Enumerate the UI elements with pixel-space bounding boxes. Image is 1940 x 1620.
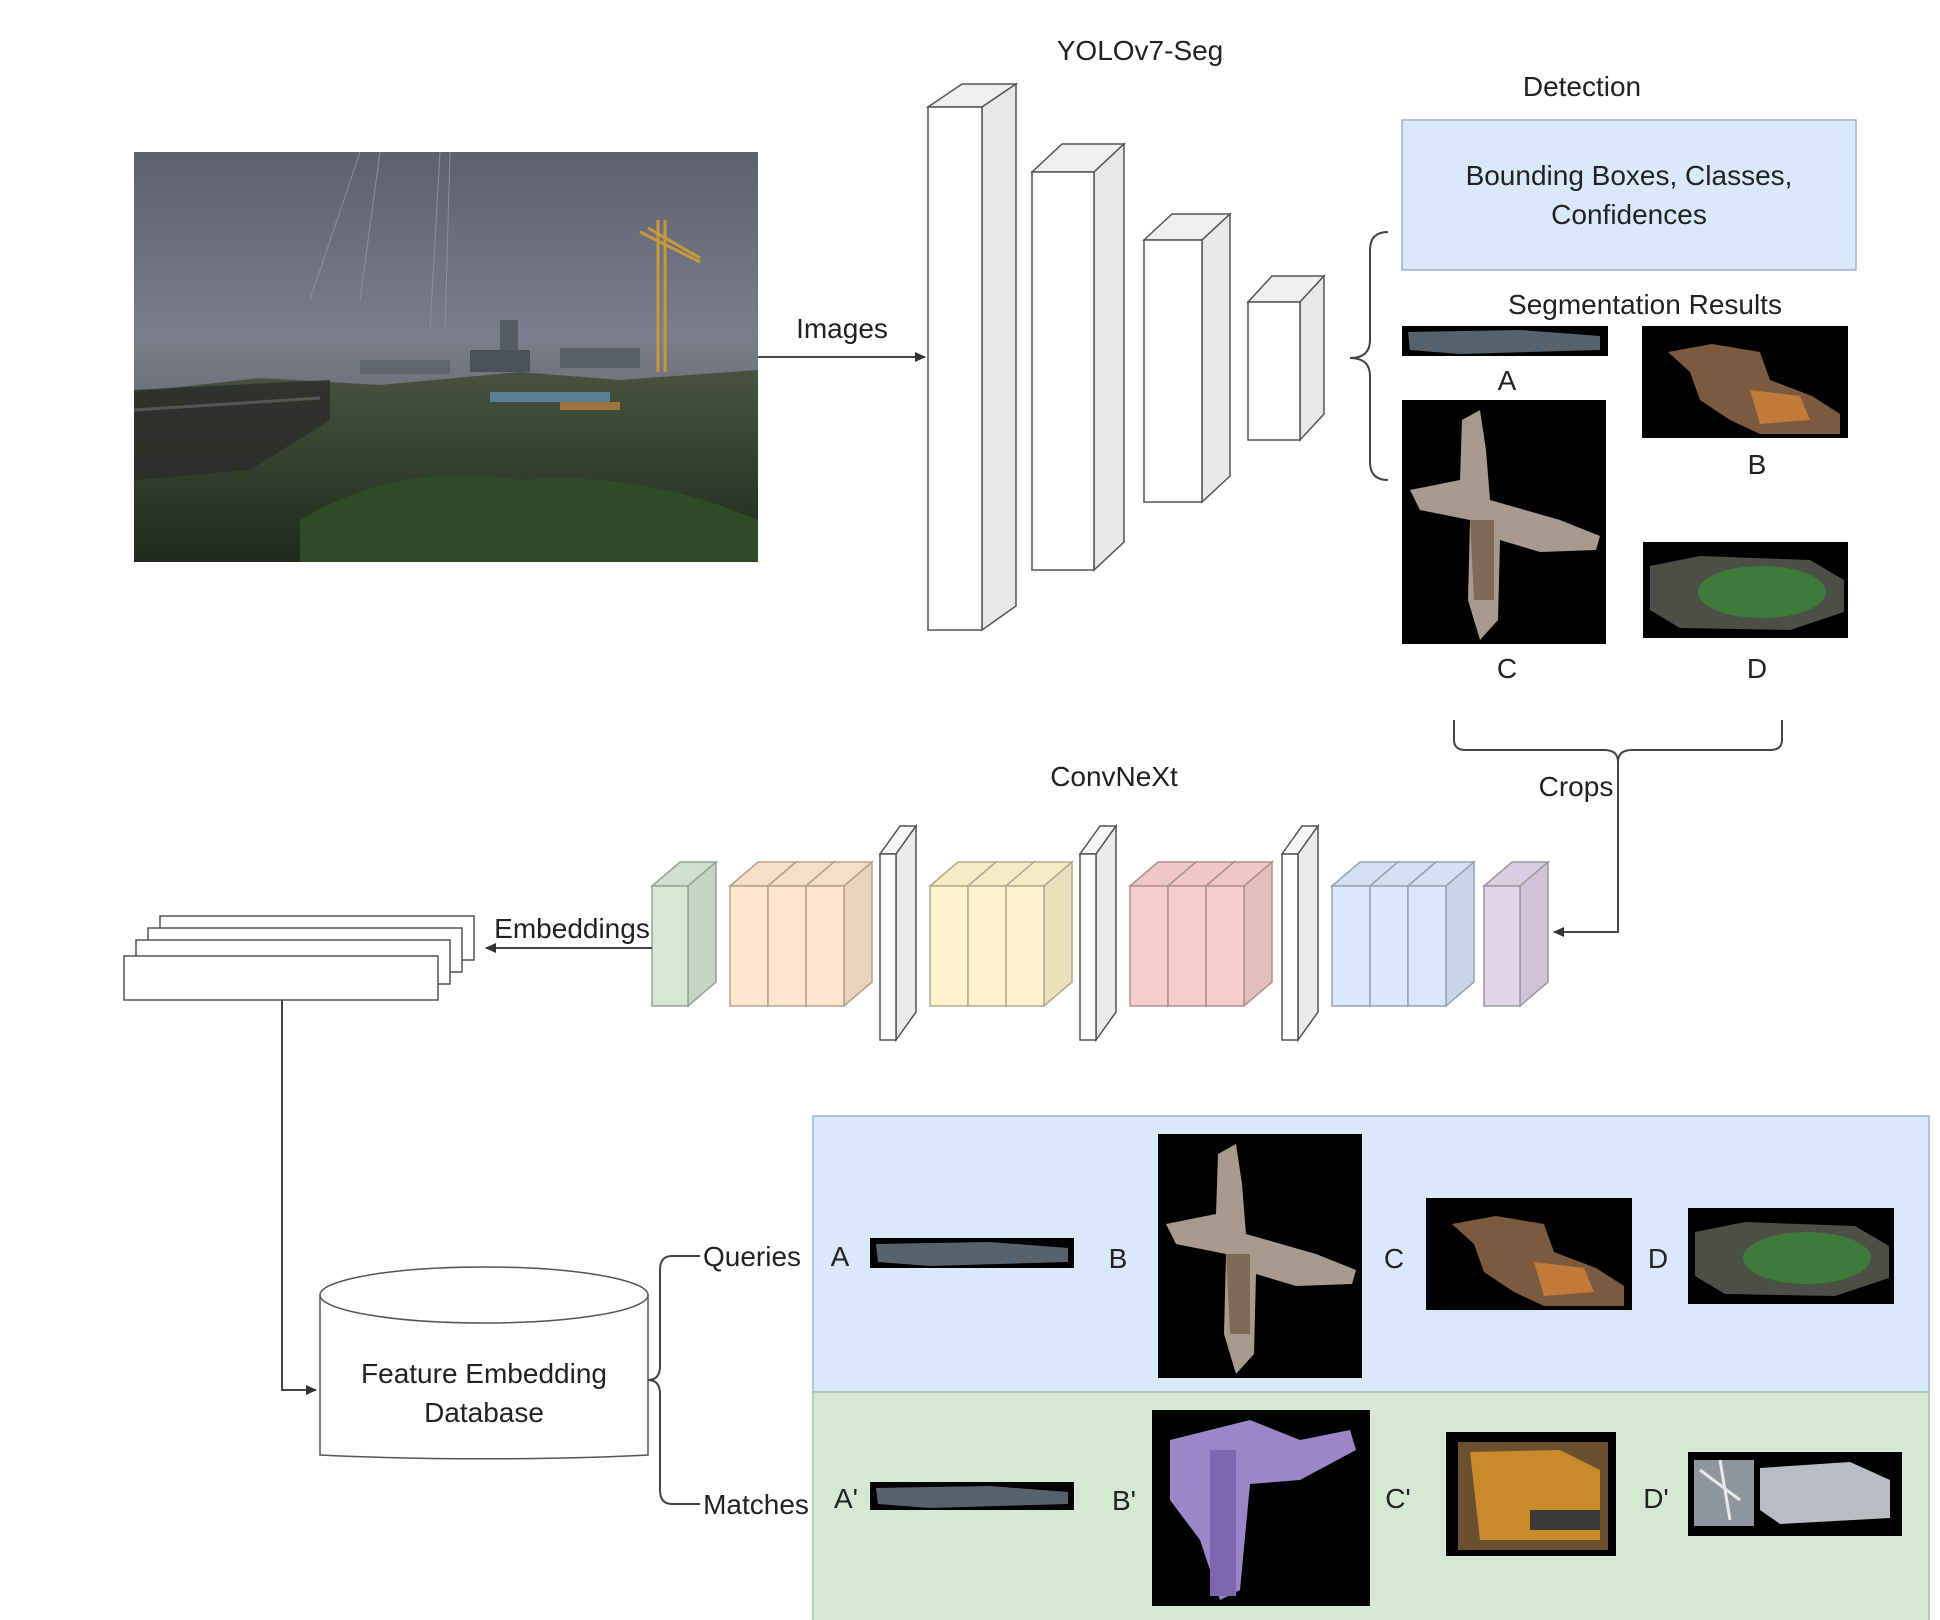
embedding-stack <box>123 915 475 1001</box>
db-label-2: Database <box>424 1397 544 1428</box>
query-label-b: B <box>1109 1243 1128 1274</box>
yolo-layer-4 <box>1246 274 1326 442</box>
crops-brace <box>1453 720 1783 763</box>
convnext-head <box>1481 860 1551 1008</box>
match-thumb-b <box>1152 1410 1370 1606</box>
db-brace <box>647 1255 673 1505</box>
segment-label-b: B <box>1748 449 1767 480</box>
segment-label-a: A <box>1498 365 1517 396</box>
query-thumb-b <box>1158 1134 1362 1378</box>
segment-thumb-b <box>1642 326 1848 438</box>
segment-thumb-c <box>1402 400 1606 644</box>
matches-label: Matches <box>703 1489 809 1520</box>
convnext-stage3-block <box>1203 860 1275 1008</box>
convnext-stage2-block <box>1003 860 1075 1008</box>
query-thumb-d <box>1688 1208 1894 1304</box>
query-thumb-a <box>870 1238 1074 1268</box>
input-photo <box>133 151 758 562</box>
yolo-title: YOLOv7-Seg <box>1057 35 1224 66</box>
segment-label-c: C <box>1497 653 1517 684</box>
segment-thumb-d <box>1643 542 1848 638</box>
yolo-layer-1 <box>925 82 1019 632</box>
db-label-1: Feature Embedding <box>361 1358 607 1389</box>
convnext-stage4-block <box>1405 860 1477 1008</box>
segmentation-title: Segmentation Results <box>1508 289 1782 320</box>
yolo-backbone <box>925 82 1326 632</box>
yolo-layer-2 <box>1030 142 1126 572</box>
detection-brace <box>1349 231 1389 481</box>
match-thumb-a <box>870 1482 1074 1510</box>
convnext-network <box>649 823 1551 1043</box>
query-label-c: C <box>1384 1243 1404 1274</box>
embeddings-label: Embeddings <box>494 913 650 944</box>
convnext-stage1-block <box>803 860 875 1008</box>
crops-arrow <box>1553 762 1619 937</box>
segment-label-d: D <box>1747 653 1767 684</box>
match-label-d: D' <box>1643 1483 1669 1514</box>
detection-box-text-1: Bounding Boxes, Classes, <box>1466 160 1793 191</box>
match-thumb-d <box>1688 1452 1902 1536</box>
detection-title: Detection <box>1523 71 1641 102</box>
match-label-c: C' <box>1385 1483 1411 1514</box>
queries-label: Queries <box>703 1241 801 1272</box>
detection-output-box <box>1401 119 1857 271</box>
match-label-a: A' <box>834 1483 858 1514</box>
convnext-downsample-3 <box>1280 823 1320 1043</box>
convnext-downsample-2 <box>1078 823 1118 1043</box>
feature-embedding-database <box>319 1266 649 1460</box>
segment-thumb-a <box>1402 326 1608 356</box>
convnext-title: ConvNeXt <box>1050 761 1178 792</box>
detection-box-text-2: Confidences <box>1551 199 1707 230</box>
images-label: Images <box>796 313 888 344</box>
embeddings-to-db-arrow <box>281 1000 317 1395</box>
crops-label: Crops <box>1539 771 1614 802</box>
query-thumb-c <box>1426 1198 1632 1310</box>
match-label-b: B' <box>1112 1485 1136 1516</box>
query-label-a: A <box>831 1241 850 1272</box>
yolo-layer-3 <box>1142 212 1232 504</box>
convnext-stem <box>649 860 719 1008</box>
convnext-downsample-1 <box>878 823 918 1043</box>
match-thumb-c <box>1446 1432 1616 1556</box>
query-label-d: D <box>1648 1243 1668 1274</box>
